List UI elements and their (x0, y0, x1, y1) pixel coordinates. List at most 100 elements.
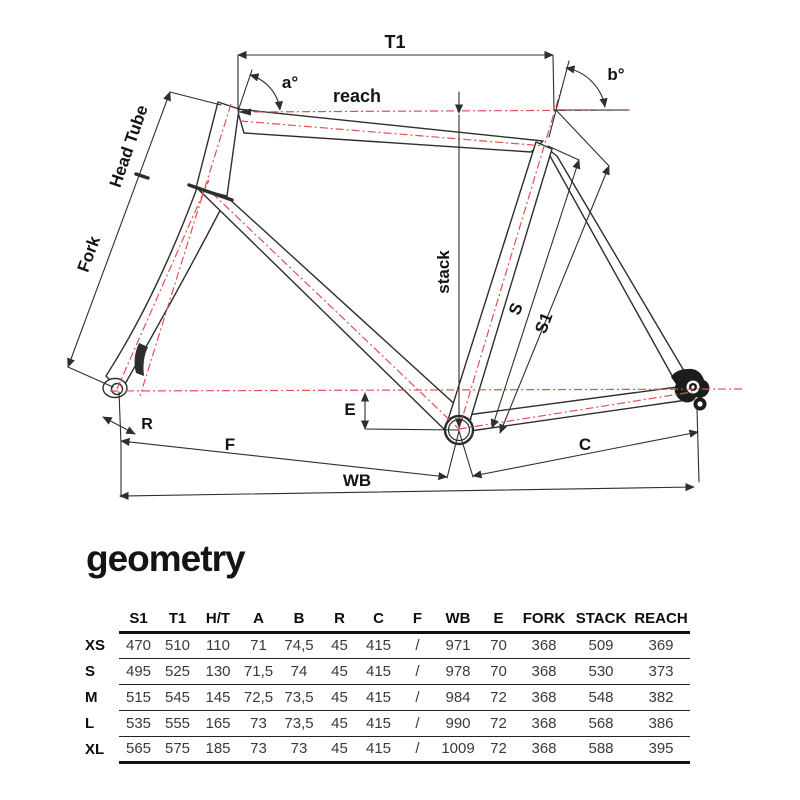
label-b-angle: b° (607, 65, 624, 84)
dimension-lines (67, 50, 700, 500)
value-cell: 525 (158, 658, 197, 685)
value-cell: 74 (278, 658, 320, 685)
value-cell: 565 (119, 736, 158, 764)
value-cell: 510 (158, 632, 197, 659)
reach-centerline (237, 109, 634, 113)
a-angle-arc (249, 73, 283, 111)
value-cell: 495 (119, 658, 158, 685)
seat-tube (446, 141, 553, 428)
b-angle-arc (565, 65, 608, 108)
value-cell: 130 (197, 658, 239, 685)
value-cell: / (398, 684, 437, 711)
value-cell: 545 (158, 684, 197, 711)
value-cell: 368 (518, 658, 570, 685)
value-cell: 368 (518, 736, 570, 764)
rear-axle-dot (691, 385, 695, 389)
t1-tick-right (552, 54, 555, 111)
value-cell: 555 (158, 710, 197, 737)
value-cell: 45 (320, 658, 359, 685)
value-cell: 382 (632, 684, 690, 711)
value-cell: 45 (320, 710, 359, 737)
frame-geometry-diagram: T1 a° b° reach Head Tube Fork stack S S1… (67, 32, 743, 500)
label-stack: stack (434, 250, 453, 294)
column-header: R (320, 606, 359, 634)
front-axle-ext (118, 391, 122, 445)
value-cell: / (398, 658, 437, 685)
fork-centerline (116, 179, 210, 390)
fork-blade (105, 187, 228, 392)
headtube-fork-dim (67, 91, 171, 368)
value-cell: 165 (197, 710, 239, 737)
value-cell: 470 (119, 632, 158, 659)
rake-dim (102, 416, 136, 435)
column-header: STACK (570, 606, 632, 634)
value-cell: 373 (632, 658, 690, 685)
rear-axle-ext (696, 408, 700, 483)
page-title: geometry (86, 538, 246, 579)
value-cell: 185 (197, 736, 239, 764)
head-tube (195, 101, 240, 197)
value-cell: 73 (239, 736, 278, 764)
value-cell: 984 (437, 684, 479, 711)
column-header: REACH (632, 606, 690, 634)
value-cell: 368 (518, 710, 570, 737)
fork-bottom-ext (67, 366, 114, 388)
s1-top-ext (555, 109, 610, 167)
bike-frame-drawing (102, 101, 710, 446)
value-cell: 72 (479, 684, 518, 711)
value-cell: 72,5 (239, 684, 278, 711)
label-a-angle: a° (282, 73, 298, 92)
label-s: S (505, 300, 527, 317)
column-header: B (278, 606, 320, 634)
size-label: L (85, 714, 95, 732)
column-header: H/T (197, 606, 239, 634)
axle-centerline (109, 388, 743, 392)
value-cell: 515 (119, 684, 158, 711)
value-cell: 386 (632, 710, 690, 737)
value-cell: 74,5 (278, 632, 320, 659)
column-header: T1 (158, 606, 197, 634)
c-dim (472, 429, 699, 479)
value-cell: 72 (479, 710, 518, 737)
label-e: E (344, 400, 355, 419)
value-cell: 72 (479, 736, 518, 764)
label-t1: T1 (384, 32, 405, 52)
value-cell: 110 (197, 632, 239, 659)
top-tube (236, 108, 544, 153)
f-dim (120, 437, 448, 481)
label-c: C (579, 435, 591, 454)
value-cell: 73,5 (278, 710, 320, 737)
steering-axis (139, 103, 232, 397)
wb-dim (119, 483, 695, 500)
label-fork: Fork (74, 233, 105, 275)
value-cell: 530 (570, 658, 632, 685)
e-horizontal (364, 428, 460, 431)
value-cell: 71,5 (239, 658, 278, 685)
chain-stay (466, 385, 688, 432)
s1-dim (499, 165, 610, 434)
value-cell: 45 (320, 736, 359, 764)
down-tube-centerline (211, 192, 460, 430)
column-header: A (239, 606, 278, 634)
label-wb: WB (343, 471, 371, 490)
bb-ext-left (446, 430, 460, 479)
value-cell: 509 (570, 632, 632, 659)
value-cell: 978 (437, 658, 479, 685)
column-header: F (398, 606, 437, 634)
value-cell: / (398, 736, 437, 764)
value-cell: 415 (359, 710, 398, 737)
size-label: M (85, 688, 98, 706)
bb-ext-right (458, 430, 474, 478)
size-label: XL (85, 740, 105, 758)
value-cell: 369 (632, 632, 690, 659)
value-cell: 568 (570, 710, 632, 737)
down-tube (198, 189, 472, 434)
value-cell: / (398, 632, 437, 659)
value-cell: 45 (320, 632, 359, 659)
derailleur-hanger-hole (697, 401, 703, 407)
